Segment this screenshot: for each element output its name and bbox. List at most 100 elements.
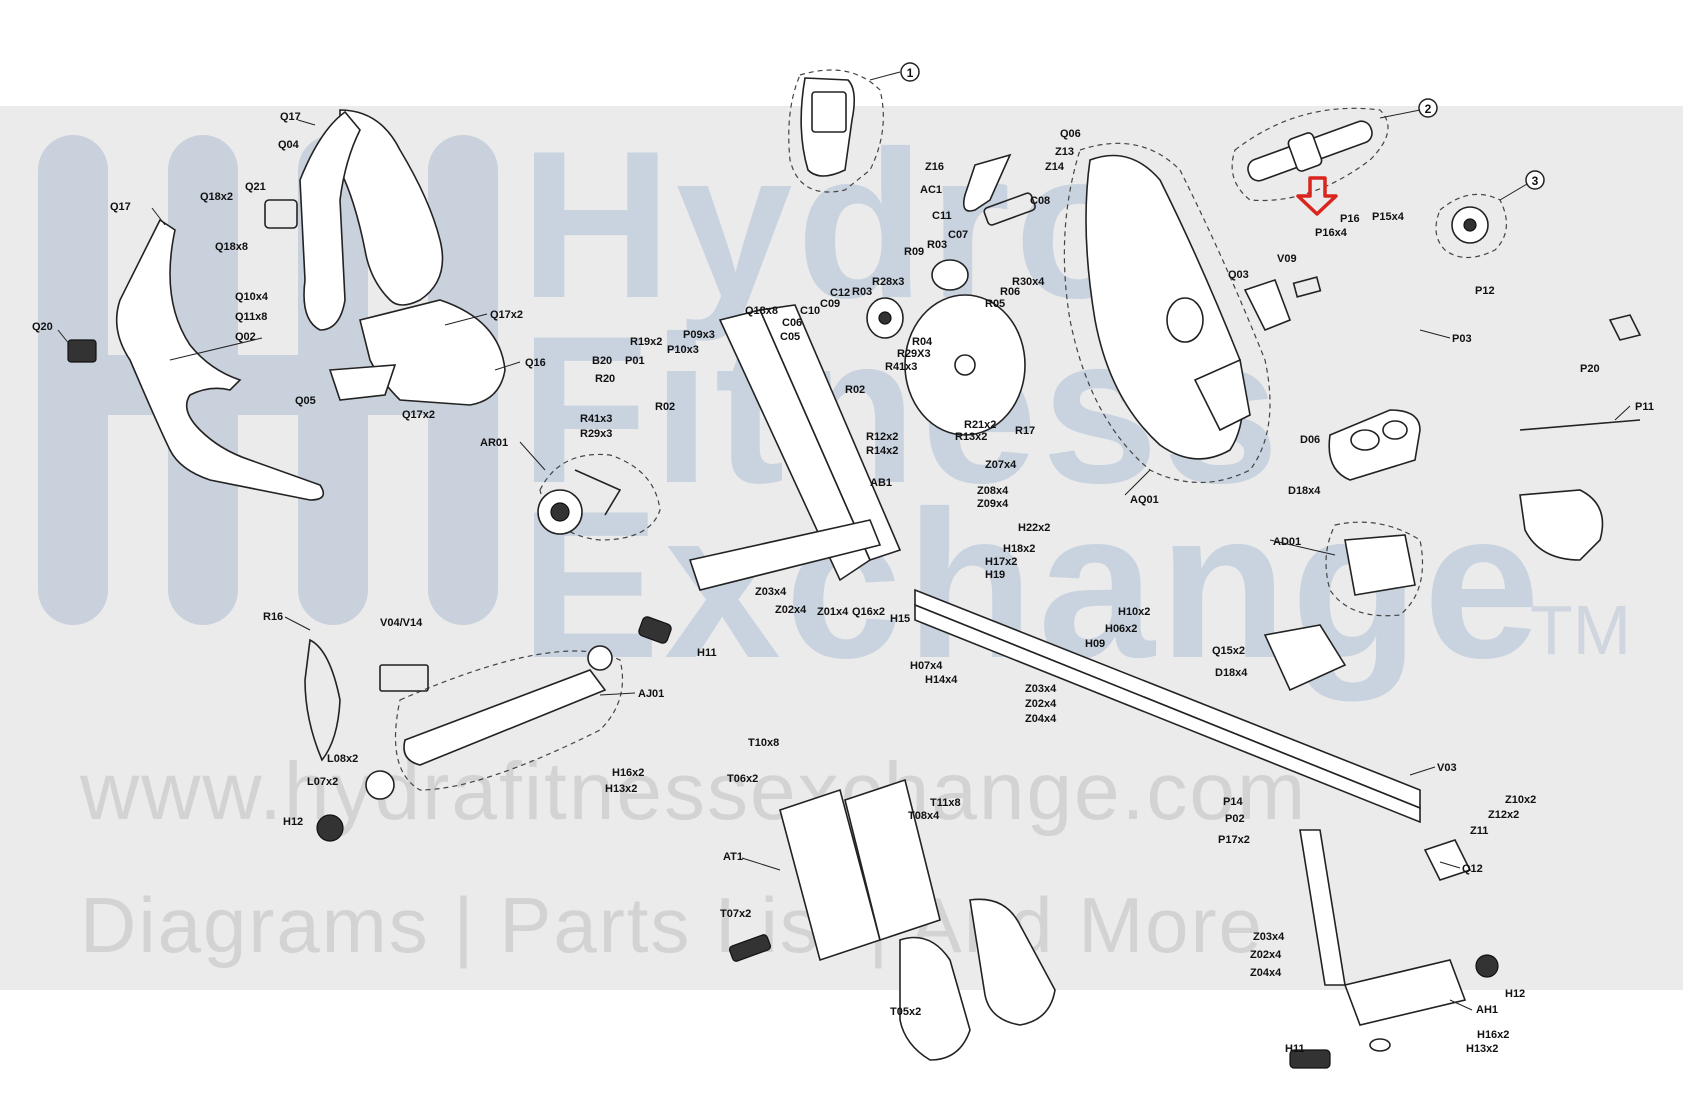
watermark-logo [38, 135, 498, 625]
watermark-url: www.hydrafitnessexchange.com [80, 746, 1308, 837]
callout-z10x2: Z10x2 [1505, 794, 1536, 806]
callout-c06: C06 [782, 317, 802, 329]
callout-r14x2: R14x2 [866, 445, 898, 457]
callout-q20: Q20 [32, 321, 53, 333]
callout-r29x3: R29x3 [580, 428, 612, 440]
callout-z02x4: Z02x4 [1025, 698, 1057, 710]
callout-r03: R03 [927, 239, 947, 251]
callout-h13x2: H13x2 [605, 783, 637, 795]
callout-l07x2: L07x2 [307, 776, 338, 788]
rear-shroud-assembly [67, 109, 506, 501]
callout-z03x4: Z03x4 [755, 586, 787, 598]
callout-r03: R03 [852, 286, 872, 298]
leader-lines [57, 119, 1631, 1011]
callout-h13x2: H13x2 [1466, 1043, 1498, 1055]
callout-r06: R06 [1000, 286, 1020, 298]
callout-h12: H12 [1505, 988, 1525, 1000]
callout-q06: Q06 [1060, 128, 1081, 140]
callout-q03: Q03 [1228, 269, 1249, 281]
callout-r20: R20 [595, 373, 615, 385]
callout-b20: B20 [592, 355, 612, 367]
callout-t07x2: T07x2 [720, 908, 751, 920]
callout-h12: H12 [283, 816, 303, 828]
callout-z13: Z13 [1055, 146, 1074, 158]
callout-z04x4: Z04x4 [1250, 967, 1282, 979]
callout-t10x8: T10x8 [748, 737, 779, 749]
callout-r13x2: R13x2 [955, 431, 987, 443]
callout-ab1: AB1 [870, 477, 892, 489]
callout-p10x3: P10x3 [667, 344, 699, 356]
callout-aq01: AQ01 [1130, 494, 1159, 506]
part-callouts: Q17 Q04 Q17 Q18x2 Q21 Q18x8 Q10x4 Q11x8 … [32, 111, 1654, 1055]
callout-p11: P11 [1635, 401, 1654, 413]
callout-z16: Z16 [925, 161, 944, 173]
footplate-assembly [728, 778, 1056, 1061]
callout-q12: Q12 [1462, 863, 1483, 875]
callout-p03: P03 [1452, 333, 1472, 345]
callout-ad01: AD01 [1273, 536, 1301, 548]
badge-assembly-3: 3 [1525, 170, 1545, 190]
callout-p20: P20 [1580, 363, 1600, 375]
callout-p16x4: P16x4 [1315, 227, 1348, 239]
badge-assembly-2: 2 [1418, 98, 1438, 118]
callout-h14x4: H14x4 [925, 674, 958, 686]
callout-l08x2: L08x2 [327, 753, 358, 765]
callout-p09x3: P09x3 [683, 329, 715, 341]
callout-z02x4: Z02x4 [1250, 949, 1282, 961]
callout-r30x4: R30x4 [1012, 276, 1045, 288]
tension-knob-assembly [1435, 193, 1507, 259]
callout-r16: R16 [263, 611, 283, 623]
callout-q02: Q02 [235, 331, 256, 343]
callout-p17x2: P17x2 [1218, 834, 1250, 846]
callout-r17: R17 [1015, 425, 1035, 437]
callout-r29x3: R29X3 [897, 348, 931, 360]
callout-t05x2: T05x2 [890, 1006, 921, 1018]
callout-v03: V03 [1437, 762, 1457, 774]
callout-h06x2: H06x2 [1105, 623, 1137, 635]
callout-r41x3: R41x3 [885, 361, 917, 373]
rear-stabilizer-assembly [304, 616, 672, 842]
callout-q16x2: Q16x2 [852, 606, 885, 618]
side-cover-assembly [1063, 142, 1322, 483]
watermark-trademark: TM [1530, 591, 1632, 669]
callout-p12: P12 [1475, 285, 1495, 297]
callout-z07x4: Z07x4 [985, 459, 1017, 471]
callout-z11: Z11 [1470, 825, 1488, 837]
callout-z01x4: Z01x4 [817, 606, 849, 618]
callout-q15x2: Q15x2 [1212, 645, 1245, 657]
callout-t11x8: T11x8 [930, 797, 961, 809]
callout-c05: C05 [780, 331, 800, 343]
damper-assembly [537, 453, 661, 541]
callout-h11: H11 [1285, 1043, 1305, 1055]
watermark-tagline: Diagrams | Parts List | And More [80, 881, 1264, 969]
console-assembly [788, 69, 901, 193]
highlight-arrow [1296, 176, 1338, 216]
callout-r02: R02 [845, 384, 865, 396]
callout-h17x2: H17x2 [985, 556, 1017, 568]
callout-h18x2: H18x2 [1003, 543, 1035, 555]
callout-h22x2: H22x2 [1018, 522, 1050, 534]
drive-frame-assembly [688, 153, 1036, 591]
callout-z12x2: Z12x2 [1488, 809, 1519, 821]
callout-r28x3: R28x3 [872, 276, 904, 288]
handle-assembly [1231, 107, 1389, 216]
callout-t08x4: T08x4 [908, 810, 940, 822]
callout-h16x2: H16x2 [1477, 1029, 1509, 1041]
callout-q04: Q04 [278, 139, 300, 151]
svg-text:1: 1 [907, 66, 914, 80]
callout-z03x4: Z03x4 [1253, 931, 1285, 943]
callout-h16x2: H16x2 [612, 767, 644, 779]
callout-q16: Q16 [525, 357, 546, 369]
callout-r04: R04 [912, 336, 933, 348]
callout-v04v14: V04/V14 [380, 617, 423, 629]
callout-ah1: AH1 [1476, 1004, 1498, 1016]
callout-h15: H15 [890, 613, 910, 625]
callout-r05: R05 [985, 298, 1005, 310]
callout-r09: R09 [904, 246, 924, 258]
callout-z08x4: Z08x4 [977, 485, 1009, 497]
callout-q17: Q17 [280, 111, 301, 123]
seat-and-rail-assembly [914, 314, 1642, 881]
callout-h10x2: H10x2 [1118, 606, 1150, 618]
